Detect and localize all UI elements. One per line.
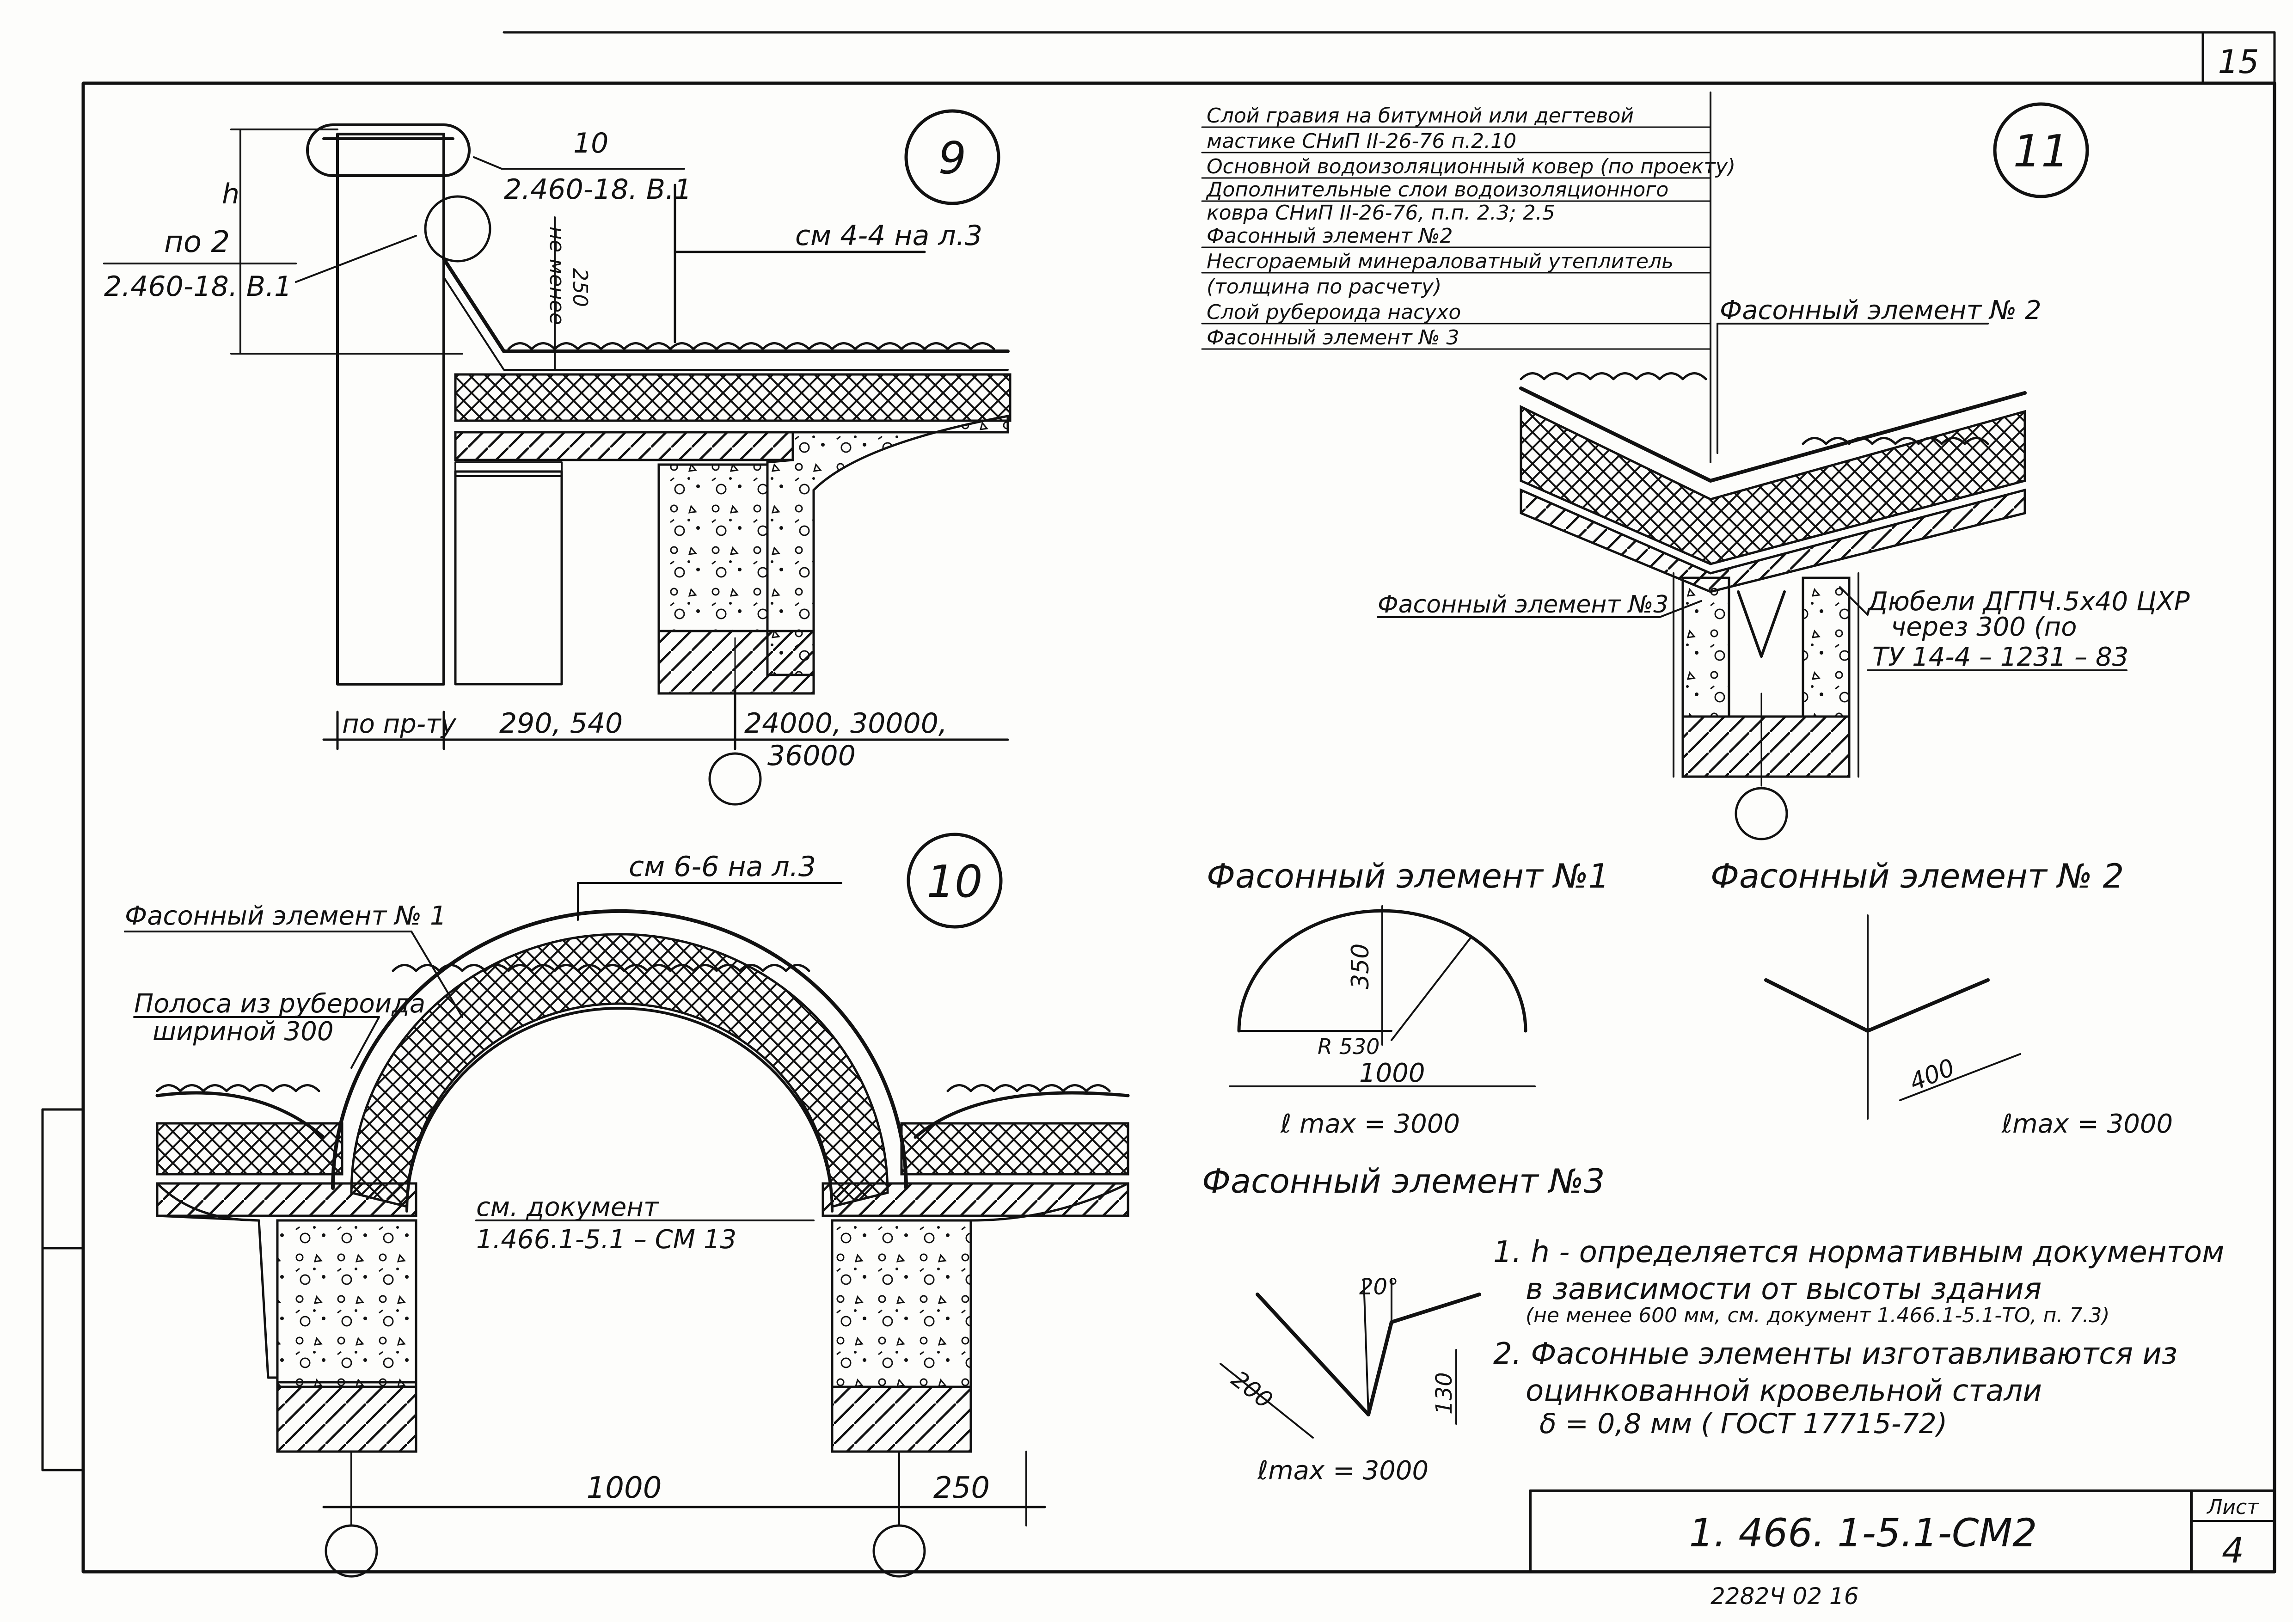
d9-dim-b: 290, 540 [499,707,623,740]
d11-axis-marker [1735,787,1788,840]
page-number-box [2201,31,2276,85]
layer-legend: Слой гравия на битумной или дегтевой мас… [1201,92,1735,463]
d10-axis-left [325,1524,378,1578]
e1-radius: R 530 [1318,1034,1379,1059]
valley-insulation [1520,404,2026,565]
layer-7: Фасонный элемент № 3 [1207,326,1459,349]
parapet-cap-callout [306,123,471,177]
layer-5b: (толщина по расчету) [1207,275,1441,299]
d9-height-note-b: 250 [568,268,592,307]
sheet-number: 4 [2222,1530,2244,1571]
d11-label-element3: Фасонный элемент №3 [1378,591,1668,619]
d10-label-element1: Фасонный элемент № 1 [125,901,447,931]
d10-section-ref: см 6-6 на л.3 [629,851,816,883]
d9-height-note-a: не менее [545,227,569,325]
e2-lmax: ℓmax = 3000 [2001,1109,2173,1139]
masonry-9 [657,630,815,695]
e1-dim-h: 350 [1347,944,1374,989]
bottom-stamp: 2282Ч 02 16 [1711,1583,1859,1610]
note-1c: (не менее 600 мм, см. документ 1.466.1-5… [1526,1304,2109,1327]
layer-6: Слой рубероида насухо [1207,300,1461,324]
detail-10-number: 10 [927,857,983,907]
sheet-label: Лист [2206,1495,2259,1519]
note-2b: оцинкованной кровельной стали [1526,1374,2042,1408]
note-2: 2. Фасонные элементы изготавливаются из [1493,1337,2177,1371]
note-1: 1. h - определяется нормативным документ… [1493,1235,2224,1269]
document-code: 1. 466. 1-5.1-СМ2 [1689,1510,2037,1556]
d9-h-label: h [222,178,239,210]
d9-callout-top-ref: 2.460-18. В.1 [504,173,692,206]
d11-dowel-3: ТУ 14-4 – 1231 – 83 [1872,642,2128,672]
right-support [831,1219,972,1388]
element-3: Фасонный элемент №3 20° 200 130 ℓmax = 3… [1202,1162,1605,1486]
d9-dim-d: 36000 [767,740,856,772]
detail-9-number: 9 [938,133,966,184]
e3-dim-b: 130 [1431,1372,1457,1415]
d10-strip-1: Полоса из рубероида [134,989,425,1019]
detail-11: 11 Слой гравия на битумной или дегтевой … [1201,92,2190,840]
d10-strip-2: шириной 300 [153,1017,334,1047]
d10-dim-span: 1000 [587,1471,662,1505]
e1-lmax: ℓ max = 3000 [1280,1109,1460,1139]
e1-title: Фасонный элемент №1 [1207,857,1609,895]
layer-1: Слой гравия на битумной или дегтевой [1207,104,1634,128]
left-support [276,1219,417,1388]
d10-axis-right [872,1524,926,1578]
insulation-layer [454,373,1012,422]
d11-label-element2: Фасонный элемент № 2 [1720,295,2042,325]
layer-3b: ковра СНиП II-26-76, п.п. 2.3; 2.5 [1207,201,1555,225]
d10-dim-side: 250 [933,1471,990,1505]
concrete-beam-9 [657,463,769,632]
e2-dim: 400 [1906,1054,1959,1097]
d10-doc-ref-1: см. документ [476,1192,659,1222]
d9-axis-marker [708,752,762,806]
page-number: 15 [2218,43,2259,81]
layer-1b: мастике СНиП II-26-76 п.2.10 [1207,129,1516,153]
arch-outer [331,909,908,1190]
note-1b: в зависимости от высоты здания [1526,1272,2042,1306]
parapet-wall [336,133,445,686]
e3-profile [1256,1293,1481,1416]
detail-9: 9 10 2.460-18. В.1 по 2 2.460-18. В.1 см… [103,109,1012,806]
note-2c: δ = 0,8 мм ( ГОСТ 17715-72) [1539,1408,1947,1440]
arch-insulation [350,933,889,1208]
layer-4: Фасонный элемент №2 [1207,224,1453,248]
e3-lmax: ℓmax = 3000 [1257,1456,1429,1486]
e1-width: 1000 [1359,1058,1425,1088]
d9-callout-left-ref: 2.460-18. В.1 [104,270,292,303]
d9-dim-c: 24000, 30000, [744,707,947,740]
notes: 1. h - определяется нормативным документ… [1493,1235,2224,1440]
masonry-11 [1681,715,1851,778]
element-1: Фасонный элемент №1 350 R 530 1000 ℓ max… [1207,857,1609,1139]
detail-11-number: 11 [2013,126,2069,177]
e2-profile [1764,978,1990,1033]
layer-5: Несгораемый минераловатный утеплитель [1207,250,1674,273]
d9-section-ref: см 4-4 на л.3 [795,220,982,252]
element-2: Фасонный элемент № 2 400 ℓmax = 3000 [1711,857,2173,1139]
layer-2: Основной водоизоляционный ковер (по прое… [1207,155,1735,178]
e2-title: Фасонный элемент № 2 [1711,857,2124,895]
detail-10: 10 см 6-6 на л.3 Фасонный элемент № 1 По… [124,833,1130,1578]
layer-3: Дополнительные слои водоизоляционного [1206,178,1668,202]
d9-callout-left-num: по 2 [164,225,230,259]
title-block: 1. 466. 1-5.1-СМ2 Лист 4 2282Ч 02 16 [1529,1489,2276,1610]
e3-angle: 20° [1359,1274,1398,1300]
e3-title: Фасонный элемент №3 [1202,1162,1605,1201]
d11-dowel-2: через 300 (по [1891,612,2077,642]
d9-callout-top-num: 10 [573,127,608,159]
d10-doc-ref-2: 1.466.1-5.1 – СМ 13 [476,1225,736,1255]
d11-dowel-1: Дюбели ДГПЧ.5х40 ЦХР [1866,587,2190,617]
d9-dim-a: по пр-ту [342,709,457,739]
sheet-frame [81,81,2276,1574]
e3-dim-a: 200 [1226,1366,1278,1414]
